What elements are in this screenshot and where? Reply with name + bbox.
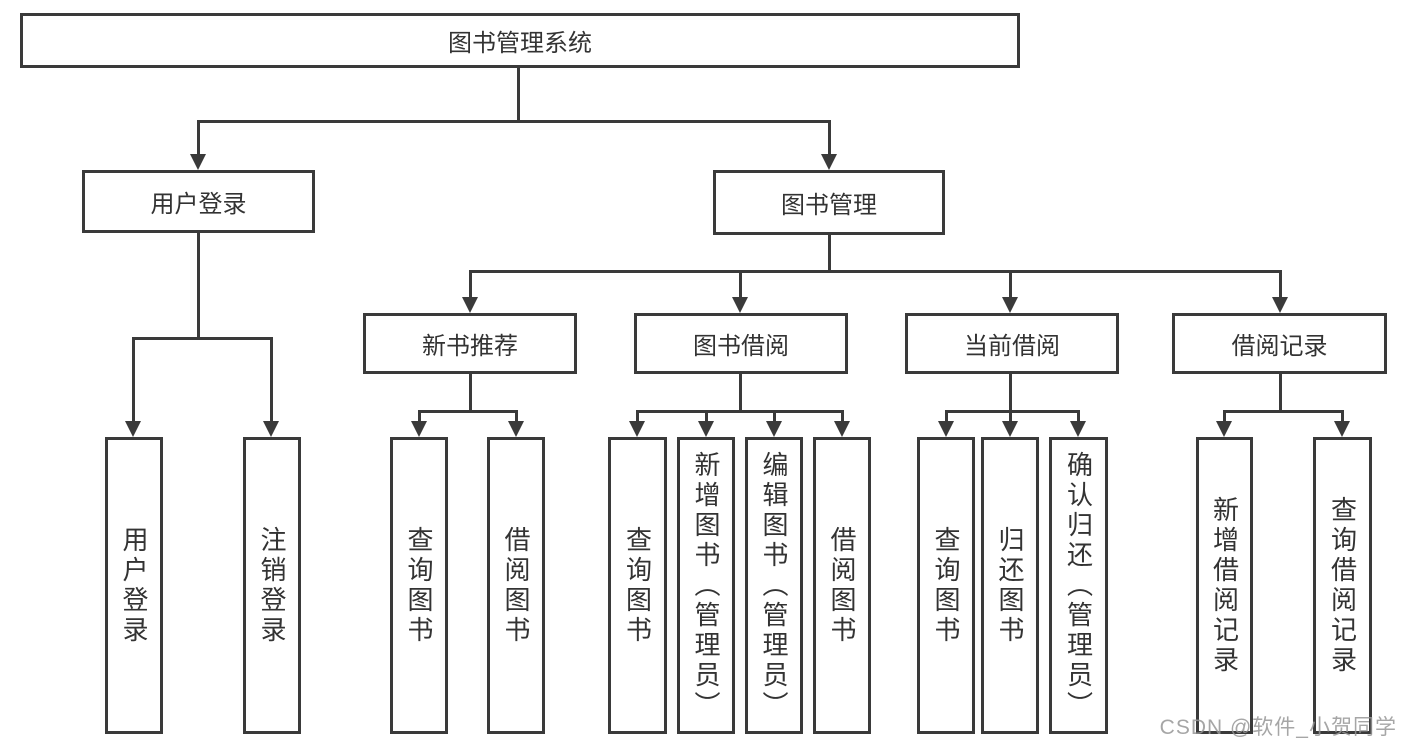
connector-line [418, 410, 518, 413]
connector-line [1009, 410, 1012, 424]
arrowhead-down-icon [1272, 297, 1288, 313]
arrowhead-down-icon [1070, 421, 1086, 437]
arrowhead-down-icon [834, 421, 850, 437]
connector-line [1279, 374, 1282, 412]
node-label: 图书管理 [781, 192, 877, 219]
connector-line [469, 270, 472, 301]
connector-line [636, 410, 639, 424]
leaf-label: 查询图书 [931, 525, 961, 646]
leaf-label: 查询借阅记录 [1327, 495, 1358, 676]
arrowhead-down-icon [821, 154, 837, 170]
leaf-label: 用户登录 [119, 525, 149, 646]
connector-line [739, 374, 742, 412]
connector-line [739, 270, 742, 301]
leaf-label: 借阅图书 [501, 525, 531, 646]
node-label: 当前借阅 [964, 333, 1060, 360]
connector-line [1077, 410, 1080, 424]
leaf-borrow-books-1: 借阅图书 [487, 437, 545, 734]
connector-line [270, 337, 273, 425]
leaf-confirm-return-admin: 确认归还（管理员） [1049, 437, 1108, 734]
node-label: 新书推荐 [422, 333, 518, 360]
leaf-query-books-1: 查询图书 [390, 437, 448, 734]
leaf-label: 借阅图书 [827, 525, 857, 646]
leaf-label: 新增借阅记录 [1209, 495, 1240, 676]
connector-line [197, 233, 200, 339]
arrowhead-down-icon [732, 297, 748, 313]
leaf-query-books-3: 查询图书 [917, 437, 975, 734]
connector-line [705, 410, 708, 424]
connector-line [828, 120, 831, 158]
node-label: 借阅记录 [1231, 333, 1328, 360]
leaf-return-books: 归还图书 [981, 437, 1039, 734]
leaf-user-login: 用户登录 [105, 437, 163, 734]
arrowhead-down-icon [629, 421, 645, 437]
leaf-label: 查询图书 [622, 525, 653, 646]
connector-line [132, 337, 135, 425]
node-book-management: 图书管理 [713, 170, 945, 235]
leaf-label: 归还图书 [995, 525, 1025, 646]
node-library-management-system: 图书管理系统 [20, 13, 1020, 68]
connector-line [197, 120, 831, 123]
connector-line [418, 410, 421, 424]
arrowhead-down-icon [1216, 421, 1232, 437]
arrowhead-down-icon [766, 421, 782, 437]
arrowhead-down-icon [1002, 297, 1018, 313]
arrowhead-down-icon [263, 421, 279, 437]
connector-line [828, 235, 831, 272]
connector-line [636, 410, 844, 413]
leaf-add-books-admin: 新增图书（管理员） [677, 437, 735, 734]
connector-line [1009, 270, 1012, 301]
arrowhead-down-icon [462, 297, 478, 313]
node-borrowing-records: 借阅记录 [1172, 313, 1387, 374]
connector-line [1223, 410, 1226, 424]
arrowhead-down-icon [1334, 421, 1350, 437]
arrowhead-down-icon [190, 154, 206, 170]
connector-line [197, 120, 200, 158]
connector-line [841, 410, 844, 424]
leaf-borrow-books-2: 借阅图书 [813, 437, 871, 734]
leaf-query-books-2: 查询图书 [608, 437, 667, 734]
connector-line [945, 410, 1080, 413]
connector-line [517, 68, 520, 122]
node-current-borrowing: 当前借阅 [905, 313, 1119, 374]
arrowhead-down-icon [698, 421, 714, 437]
arrowhead-down-icon [1002, 421, 1018, 437]
connector-line [1279, 270, 1282, 301]
node-user-login: 用户登录 [82, 170, 315, 233]
leaf-label: 确认归还（管理员） [1063, 450, 1094, 721]
connector-line [945, 410, 948, 424]
leaf-label: 新增图书（管理员） [691, 450, 721, 721]
arrowhead-down-icon [508, 421, 524, 437]
connector-line [1223, 410, 1344, 413]
leaf-label: 编辑图书（管理员） [759, 450, 789, 721]
leaf-label: 查询图书 [404, 525, 434, 646]
leaf-add-borrow-record: 新增借阅记录 [1196, 437, 1253, 734]
connector-line [1009, 374, 1012, 412]
node-book-borrowing: 图书借阅 [634, 313, 848, 374]
leaf-label: 注销登录 [257, 525, 287, 646]
connector-line [515, 410, 518, 424]
leaf-logout: 注销登录 [243, 437, 301, 734]
connector-line [132, 337, 273, 340]
arrowhead-down-icon [411, 421, 427, 437]
arrowhead-down-icon [125, 421, 141, 437]
leaf-edit-books-admin: 编辑图书（管理员） [745, 437, 803, 734]
connector-line [469, 270, 1282, 273]
arrowhead-down-icon [938, 421, 954, 437]
connector-line [469, 374, 472, 412]
node-label: 用户登录 [150, 191, 247, 218]
connector-line [773, 410, 776, 424]
leaf-query-borrow-record: 查询借阅记录 [1313, 437, 1372, 734]
node-new-book-recommend: 新书推荐 [363, 313, 577, 374]
node-label: 图书借阅 [693, 333, 789, 360]
node-label: 图书管理系统 [448, 30, 592, 57]
connector-line [1341, 410, 1344, 424]
